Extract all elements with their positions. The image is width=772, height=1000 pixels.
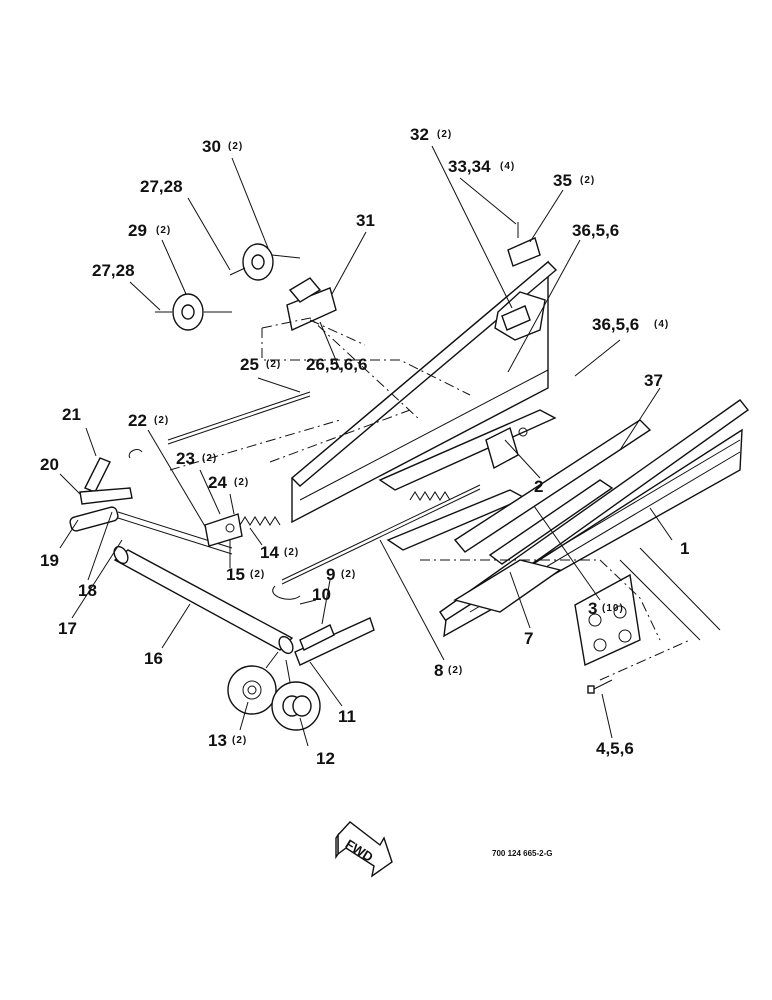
callout-30-qty: (2) xyxy=(228,141,243,152)
callout-27-28-lower: 27,28 xyxy=(92,261,135,280)
assembly-drawing xyxy=(69,222,750,731)
callout-7: 7 xyxy=(524,629,533,648)
callout-35-qty: (2) xyxy=(580,175,595,186)
callout-labels: 30 (2) 27,28 29 (2) 27,28 31 32 (2) 33,3… xyxy=(40,125,689,768)
callout-29-qty: (2) xyxy=(156,225,171,236)
mounting-plate xyxy=(574,573,641,667)
callout-12: 12 xyxy=(316,749,335,768)
drawing-number: 700 124 665-2-G xyxy=(492,849,553,858)
callout-37: 37 xyxy=(644,371,663,390)
callout-24: 24 xyxy=(208,473,227,492)
callout-33-34-qty: (4) xyxy=(500,161,515,172)
rod-25 xyxy=(128,391,311,459)
callout-3-qty: (10) xyxy=(602,603,624,614)
arm-21 xyxy=(79,457,133,505)
callout-29: 29 xyxy=(128,221,147,240)
callout-33-34: 33,34 xyxy=(448,157,491,176)
callout-25-qty: (2) xyxy=(266,359,281,370)
bracket-11 xyxy=(294,617,375,666)
bearing-19 xyxy=(69,506,119,532)
callout-20: 20 xyxy=(40,455,59,474)
callout-31: 31 xyxy=(356,211,375,230)
callout-14: 14 xyxy=(260,543,279,562)
callout-13-qty: (2) xyxy=(232,735,247,746)
callout-32: 32 xyxy=(410,125,429,144)
callout-2: 2 xyxy=(534,477,543,496)
callout-18: 18 xyxy=(78,581,97,600)
callout-21: 21 xyxy=(62,405,81,424)
top-brackets xyxy=(501,222,541,331)
callout-27-28-upper: 27,28 xyxy=(140,177,183,196)
bracket-2 xyxy=(485,427,528,470)
callout-36-5-6-lower: 36,5,6 xyxy=(592,315,639,334)
idler-bracket-31 xyxy=(286,277,337,332)
assembly-centerlines xyxy=(169,317,691,681)
callout-13: 13 xyxy=(208,731,227,750)
detail-13-bearing xyxy=(227,651,279,715)
callout-10: 10 xyxy=(312,585,331,604)
callout-1: 1 xyxy=(680,539,689,558)
callout-36-5-6-upper: 36,5,6 xyxy=(572,221,619,240)
callout-32-qty: (2) xyxy=(437,129,452,140)
callout-26-5-6-6: 26,5,6,6 xyxy=(306,355,367,374)
spring-14 xyxy=(239,516,281,526)
right-beam-assembly xyxy=(439,399,750,641)
fwd-arrow-icon: FWD xyxy=(335,821,393,878)
callout-17: 17 xyxy=(58,619,77,638)
callout-8-qty: (2) xyxy=(448,665,463,676)
callout-15: 15 xyxy=(226,565,245,584)
callout-16: 16 xyxy=(144,649,163,668)
callout-36-5-6-lower-qty: (4) xyxy=(654,319,669,330)
callout-22-qty: (2) xyxy=(154,415,169,426)
spring-center xyxy=(409,491,451,501)
callout-25: 25 xyxy=(240,355,259,374)
bolt-4 xyxy=(587,679,613,694)
roller-16 xyxy=(113,545,294,655)
callout-15-qty: (2) xyxy=(250,569,265,580)
leader-lines xyxy=(59,145,673,747)
callout-23-qty: (2) xyxy=(202,453,217,464)
callout-8: 8 xyxy=(434,661,443,680)
pulley-29 xyxy=(155,293,232,331)
callout-9: 9 xyxy=(326,565,335,584)
bracket-22 xyxy=(204,513,243,547)
callout-3: 3 xyxy=(588,599,597,618)
callout-11: 11 xyxy=(338,707,356,726)
callout-19: 19 xyxy=(40,551,59,570)
callout-24-qty: (2) xyxy=(234,477,249,488)
detail-12-bushing xyxy=(271,659,321,731)
rod-8 xyxy=(272,484,481,600)
callout-9-qty: (2) xyxy=(341,569,356,580)
callout-30: 30 xyxy=(202,137,221,156)
callout-23: 23 xyxy=(176,449,195,468)
callout-14-qty: (2) xyxy=(284,547,299,558)
callout-22: 22 xyxy=(128,411,147,430)
pulley-30 xyxy=(229,243,301,281)
callout-35: 35 xyxy=(553,171,572,190)
callout-4-5-6: 4,5,6 xyxy=(596,739,634,758)
